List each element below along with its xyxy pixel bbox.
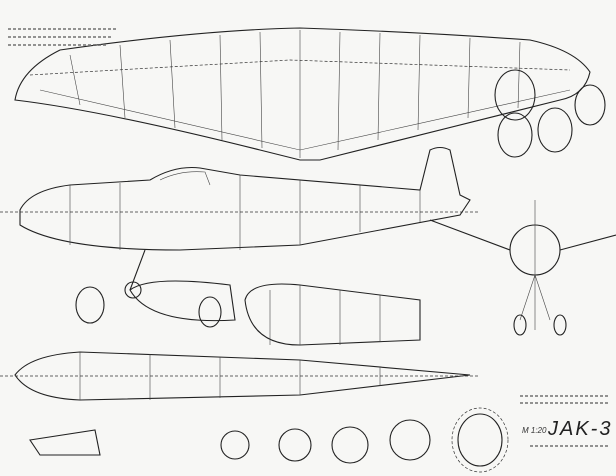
handwritten-note <box>8 28 118 30</box>
handwritten-note <box>530 445 610 447</box>
bulkhead-sections <box>29 286 509 473</box>
cross-sections <box>494 69 606 158</box>
handwritten-note <box>8 44 108 46</box>
front-view <box>429 200 616 336</box>
handwritten-note <box>520 402 610 404</box>
handwritten-note <box>520 395 610 397</box>
tail-surfaces <box>129 280 421 346</box>
fuselage-plan-view <box>0 351 480 401</box>
scale-label: M 1:20 <box>522 426 547 435</box>
handwritten-note <box>8 36 113 38</box>
wing-planform <box>14 27 591 161</box>
drawing-title: JAK-3 <box>548 418 613 440</box>
fuselage-side-view <box>0 146 480 299</box>
